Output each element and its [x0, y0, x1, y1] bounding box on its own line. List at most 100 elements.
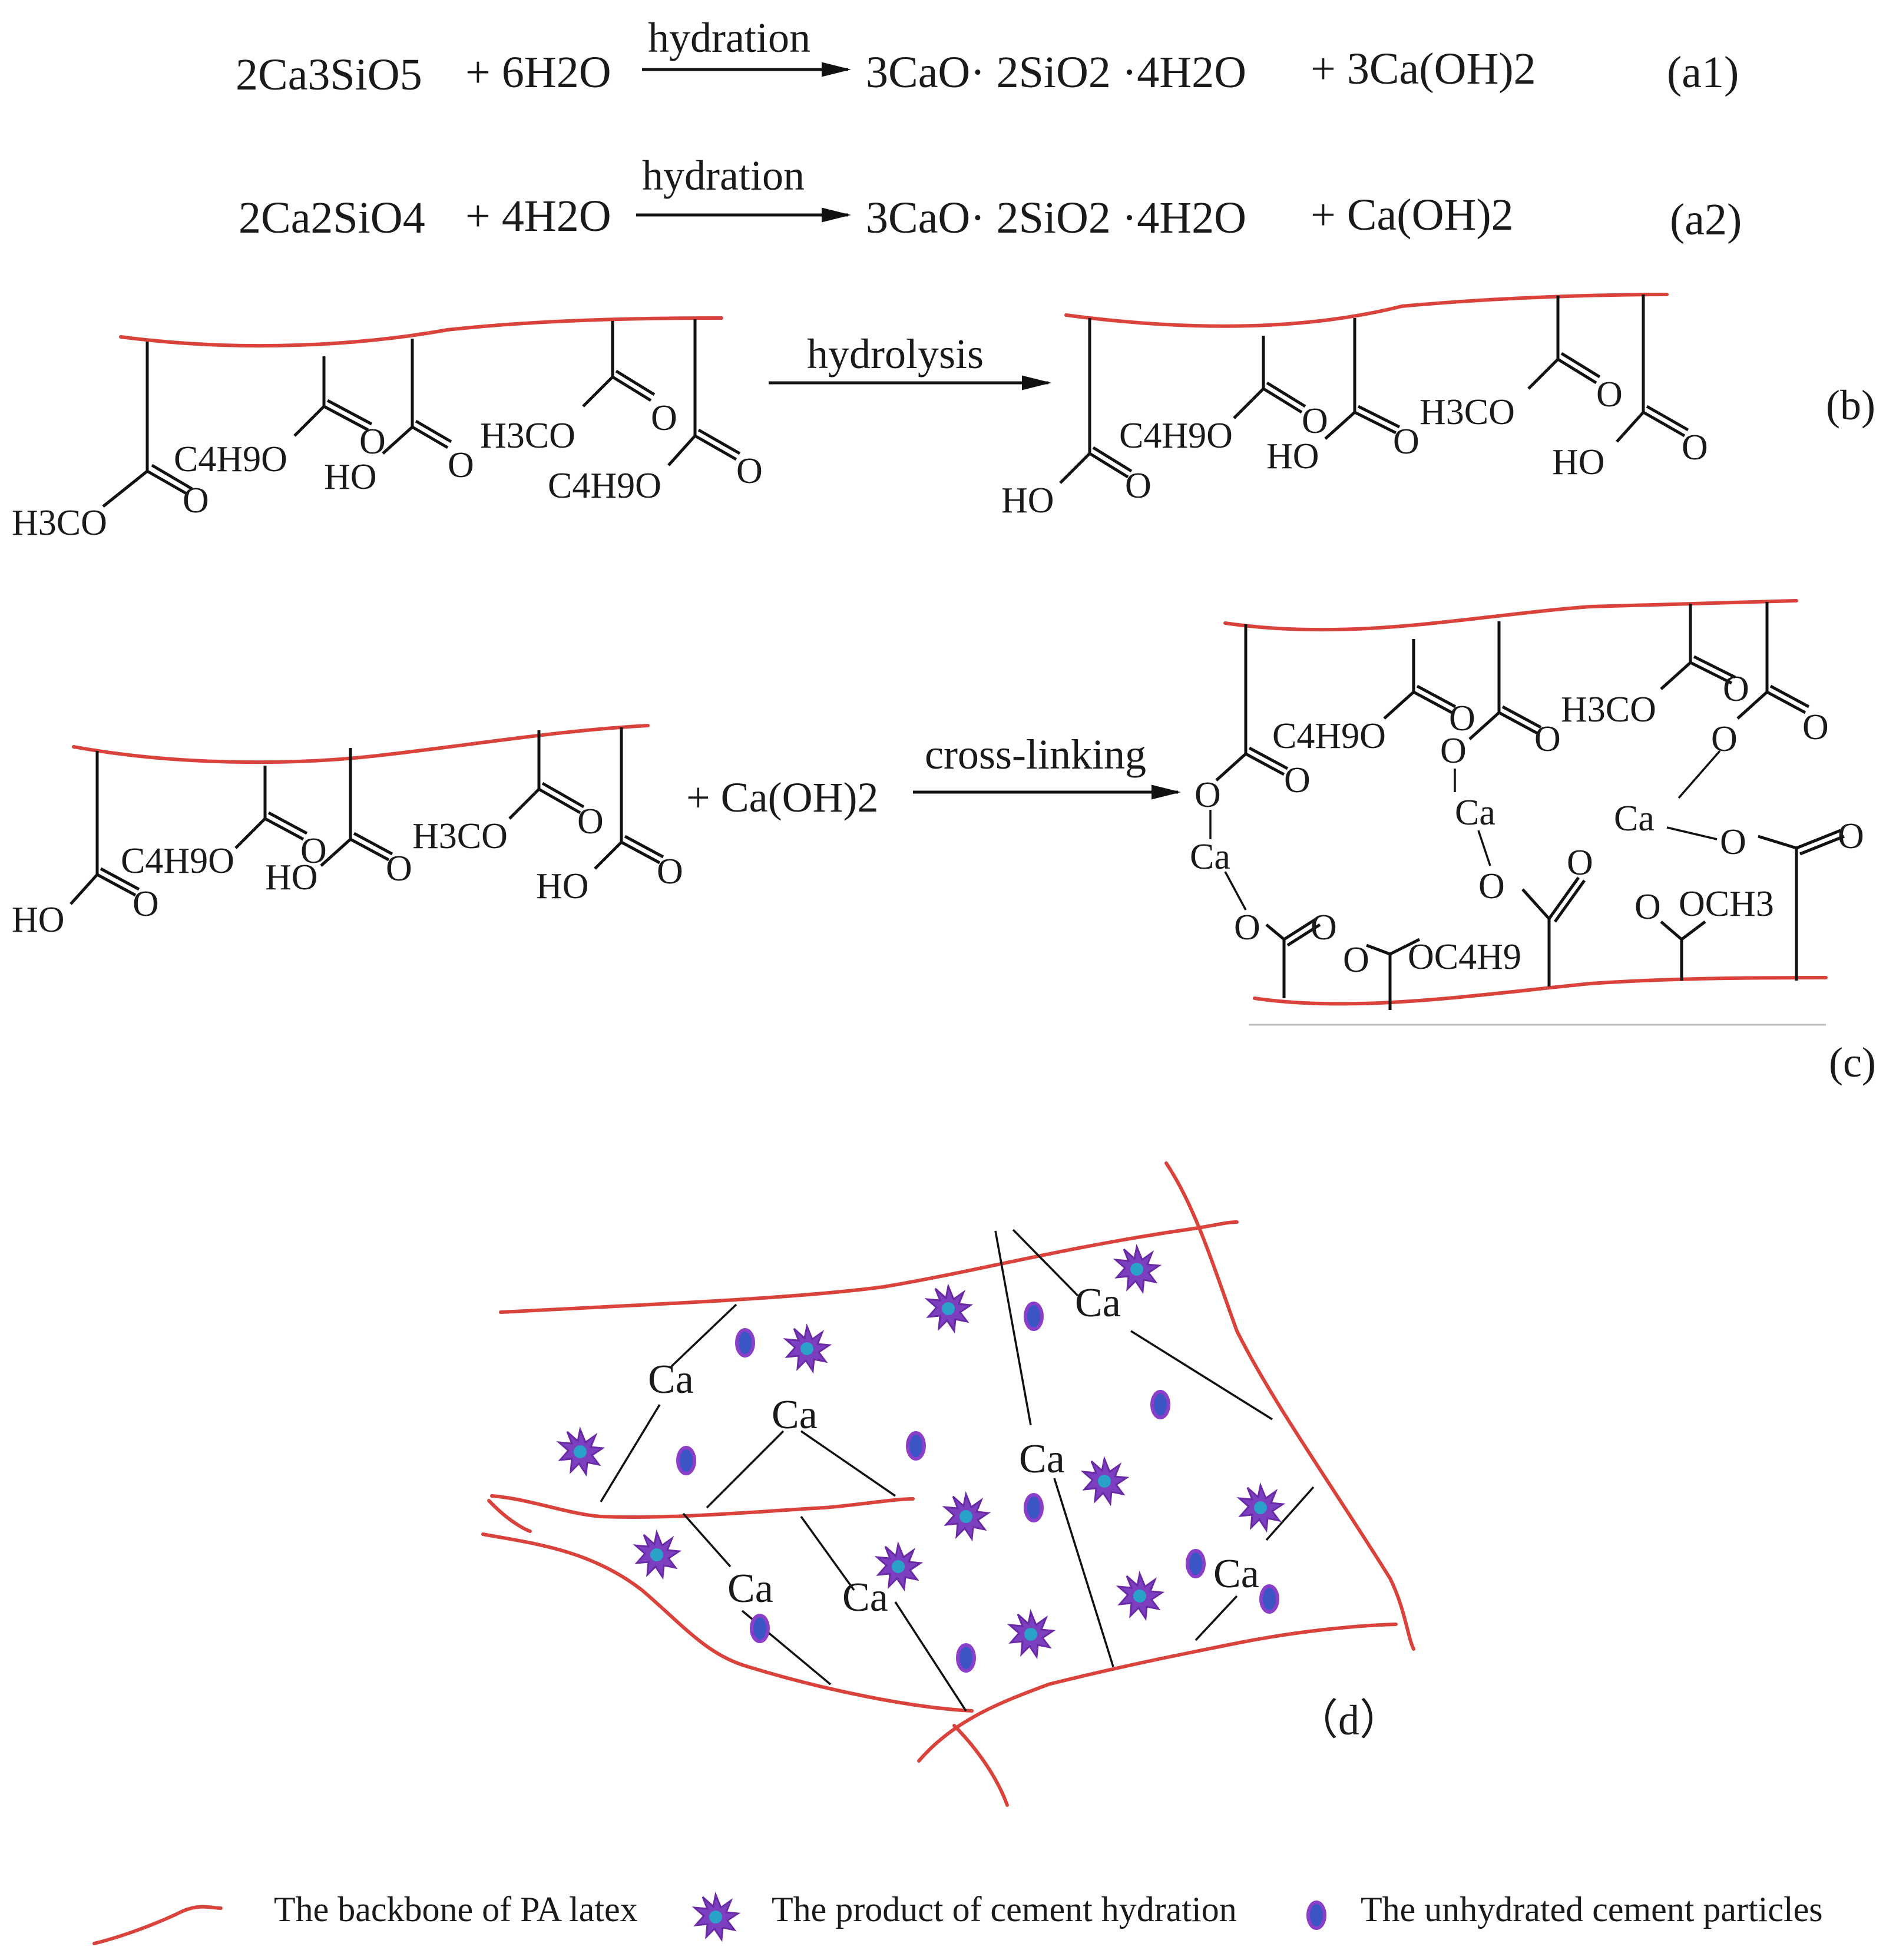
hydration-product-icon [634, 1531, 680, 1578]
group-ho: HO [536, 866, 589, 906]
group-ho: HO [12, 900, 65, 940]
group-c4h9o: C4H9O [548, 466, 661, 506]
group-ho: HO [324, 457, 377, 497]
group-o: O [1534, 719, 1561, 759]
hydration-product-icon [944, 1493, 990, 1540]
hydration-product-icon [558, 1428, 604, 1475]
unhydrated-particle-icon [1152, 1392, 1169, 1418]
group-o: O [1838, 816, 1864, 856]
group-o: O [1302, 401, 1328, 441]
ca-label: Ca [648, 1357, 694, 1402]
group-h3co: H3CO [1419, 392, 1515, 432]
eq-a1-reactant1: 2Ca3SiO5 [236, 50, 422, 100]
panel-c-crosslinked-product: O O C4H9O O O O H3CO O O O Ca O O Ca O O… [1190, 599, 1864, 1026]
backbone-line [487, 1499, 532, 1533]
ca-label: Ca [1455, 793, 1495, 833]
unhydrated-particle-icon [908, 1433, 924, 1459]
group-o: O [651, 398, 677, 438]
unhydrated-particle-icon [1187, 1551, 1204, 1577]
panel-c-reactant-polymer: HO O C4H9O O HO O H3CO O HO O [12, 724, 683, 940]
backbone-line [1253, 976, 1828, 1006]
group-o: O [736, 451, 763, 491]
panel-c-reagent: + Ca(OH)2 [686, 774, 879, 821]
eq-a2-arrow-label: hydration [642, 152, 805, 199]
group-o: O [577, 802, 604, 842]
ca-label: Ca [842, 1575, 888, 1620]
group-o: O [183, 481, 209, 521]
group-o: O [1194, 775, 1221, 815]
backbone-line [952, 1724, 1009, 1807]
group-o: O [1440, 731, 1467, 771]
hydration-product-icon [1008, 1611, 1054, 1658]
group-o: O [1449, 698, 1475, 739]
ca-label: Ca [1019, 1436, 1065, 1482]
panel-b-tag: (b) [1826, 382, 1875, 429]
eq-a2-reactant1: 2Ca2SiO4 [239, 193, 425, 243]
unhydrated-particle-icon [737, 1330, 753, 1356]
unhydrated-particle-icon [752, 1615, 768, 1641]
legend-backbone-label: The backbone of PA latex [274, 1890, 638, 1929]
group-ho: HO [1001, 481, 1054, 521]
group-o: O [1343, 940, 1369, 980]
ca-label: Ca [1213, 1551, 1259, 1597]
group-o: O [1682, 428, 1708, 468]
unhydrated-particle-icon [678, 1448, 694, 1474]
group-c4h9o: C4H9O [1272, 716, 1386, 756]
unhydrated-particle-icon [1261, 1586, 1278, 1612]
panel-b-arrow: hydrolysis [769, 330, 1051, 390]
unhydrated-particle-icon [958, 1645, 974, 1671]
group-o: O [1802, 707, 1829, 747]
legend-backbone-swatch [92, 1905, 223, 1945]
panel-c-arrow-label: cross-linking [925, 731, 1146, 778]
panel-c-arrow: cross-linking [913, 731, 1181, 800]
group-h3co: H3CO [480, 416, 575, 456]
panel-d-unhydrated-particles [678, 1303, 1278, 1671]
panel-b-reactant-polymer: H3CO O C4H9O O HO O H3CO O C4H9O O [12, 316, 763, 543]
unhydrated-particle-icon [1025, 1495, 1042, 1521]
ca-label: Ca [772, 1392, 818, 1438]
unhydrated-particle-icon [1025, 1303, 1042, 1329]
backbone-line [1064, 293, 1669, 328]
group-c4h9o: C4H9O [121, 841, 234, 881]
equation-a2: 2Ca2SiO4 + 4H2O hydration 3CaO· 2SiO2 ·4… [239, 152, 1742, 244]
panel-c-tag: (c) [1829, 1039, 1876, 1086]
legend-hydration-product-label: The product of cement hydration [772, 1890, 1237, 1929]
group-o: O [133, 884, 159, 924]
group-o: O [1720, 822, 1746, 862]
backbone-line [72, 724, 650, 764]
legend: The backbone of PA latex The product of … [92, 1890, 1823, 1945]
group-ho: HO [1266, 436, 1319, 476]
group-h3co: H3CO [12, 503, 107, 543]
ca-label: Ca [1614, 799, 1655, 839]
panel-b-arrow-label: hydrolysis [807, 330, 984, 378]
eq-a1-product1: 3CaO· 2SiO2 ·4H2O [866, 48, 1246, 97]
legend-hydration-product-icon [693, 1893, 739, 1941]
panel-d-network [481, 1161, 1415, 1807]
backbone-line [1164, 1161, 1415, 1651]
group-o: O [1478, 866, 1505, 906]
backbone-line [119, 316, 723, 348]
group-o: O [386, 849, 412, 889]
hydration-product-icon [1117, 1572, 1163, 1620]
group-o: O [300, 831, 327, 871]
group-o: O [1567, 843, 1593, 883]
equation-a1: 2Ca3SiO5 + 6H2O hydration 3CaO· 2SiO2 ·4… [236, 14, 1739, 100]
panel-b-product-polymer: HO O C4H9O O HO O H3CO O HO O [1001, 293, 1708, 521]
eq-a2-product1: 3CaO· 2SiO2 ·4H2O [866, 193, 1246, 243]
group-o: O [1711, 719, 1738, 759]
group-h3co: H3CO [412, 816, 508, 856]
ca-label: Ca [1190, 837, 1230, 877]
ca-label: Ca [1075, 1280, 1121, 1326]
group-o: O [1393, 422, 1419, 462]
backbone-line [481, 1532, 974, 1713]
eq-a1-product2: + 3Ca(OH)2 [1311, 44, 1536, 94]
hydration-product-icon [1082, 1458, 1128, 1505]
group-o: O [1311, 908, 1337, 948]
eq-a2-tag: (a2) [1670, 195, 1742, 244]
eq-a2-product2: + Ca(OH)2 [1311, 190, 1514, 240]
group-o: O [359, 422, 386, 462]
eq-a1-tag: (a1) [1667, 48, 1739, 97]
group-o: O [1634, 887, 1661, 927]
eq-a1-arrow-label: hydration [648, 14, 810, 61]
